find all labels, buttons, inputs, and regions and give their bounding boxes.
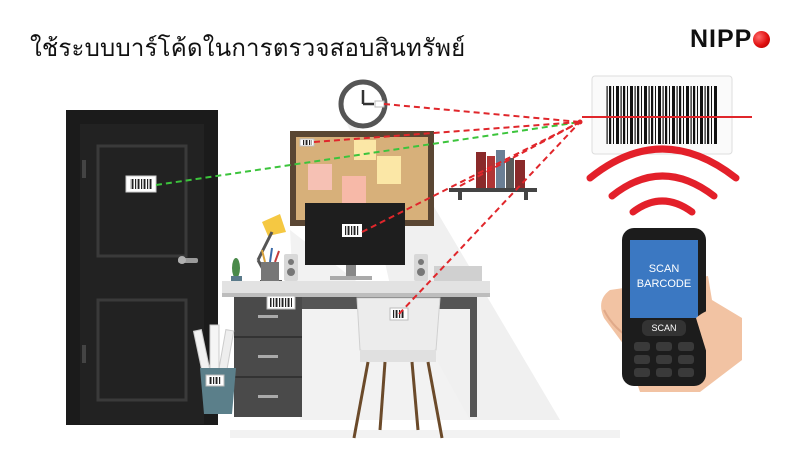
signal-waves-icon — [586, 145, 740, 216]
phone-scan-button[interactable]: SCAN — [651, 323, 676, 333]
phone-screen — [630, 240, 698, 318]
phone: SCAN BARCODE SCAN — [622, 228, 706, 386]
nippo-logo: NIPP — [690, 24, 771, 54]
door-barcode-label — [125, 175, 157, 193]
speaker-icon — [284, 254, 298, 281]
desk-tray — [434, 266, 482, 282]
phone-screen-line1: SCAN — [649, 263, 680, 275]
phone-screen-line2: BARCODE — [637, 278, 691, 290]
logo-dot-icon — [753, 30, 771, 48]
door — [66, 110, 218, 425]
barcode-icon — [577, 75, 752, 155]
chair-icon — [352, 297, 444, 439]
logo-text: NIPP — [690, 24, 753, 53]
desk-barcode-label — [266, 295, 296, 310]
monitor — [305, 203, 405, 280]
clock-icon — [338, 79, 388, 129]
trash-bin-icon — [192, 324, 236, 414]
book-shelf — [449, 150, 537, 200]
pencil-cup-icon — [261, 247, 280, 282]
scan-lines — [155, 103, 581, 315]
books-icon — [476, 150, 525, 188]
page-title: ใช้ระบบบาร์โค้ดในการตรวจสอบสินทรัพย์ — [30, 34, 466, 62]
thumb — [696, 309, 742, 370]
plant-icon — [231, 258, 242, 284]
speaker-icon — [414, 254, 428, 281]
